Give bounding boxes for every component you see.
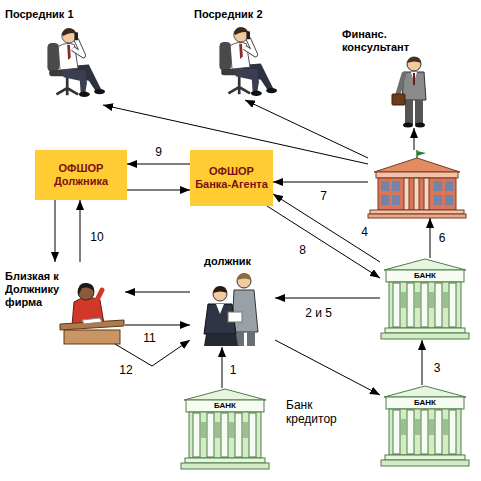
node-text: ОФШОР Должника (54, 162, 109, 188)
flow-arrow (273, 194, 380, 262)
intermediary-figure: Посредник 1 (3, 6, 115, 105)
offshore-box: ОФШОР Должника (35, 150, 127, 200)
callout-number: 7 (319, 190, 328, 203)
flow-arrow (127, 190, 190, 191)
bank-building (381, 259, 469, 339)
node-text: Близкая к Должнику фирма (5, 270, 60, 309)
firm-figure (60, 283, 124, 344)
debtor-figure: должник (190, 255, 275, 347)
callout-number: 10 (89, 231, 104, 244)
flow-arrow (273, 182, 368, 183)
flow-arrow (275, 298, 380, 299)
flow-arrow (55, 200, 56, 262)
flow-arrow (125, 292, 190, 293)
intermediary-figure (47, 28, 105, 97)
intermediary-figure (219, 27, 277, 96)
node-text: Финанс. консультант (342, 28, 410, 54)
node-text: Посредник 2 (194, 8, 263, 21)
flow-arrow (422, 340, 423, 385)
callout-number: 1 (229, 364, 238, 377)
callout-number: 12 (118, 364, 133, 377)
flow-arrow (222, 347, 223, 388)
creditor-bank: БАНК Банк кредитор (180, 388, 340, 472)
flow-arrow (414, 128, 415, 150)
flow-arrow (127, 164, 190, 165)
node-text: БАНК (214, 401, 236, 411)
consultant-figure: Финанс. консультант (338, 26, 442, 128)
callout-number: 8 (298, 244, 307, 257)
callout-number: 9 (154, 146, 163, 159)
bank-building (181, 389, 269, 469)
debtor-figure (204, 273, 258, 346)
intermediary-figure: Посредник 2 (188, 6, 292, 100)
callout-number: 11 (142, 332, 156, 345)
bank-building: БАНК (380, 258, 470, 340)
callout-number: 3 (433, 362, 442, 375)
bank-building: БАНК (380, 385, 470, 467)
consultant-figure (392, 57, 426, 128)
offshore-box: ОФШОР Банка-Агента (190, 150, 273, 206)
node-text: Банк кредитор (286, 398, 337, 426)
callout-number: 6 (438, 232, 447, 245)
bank-agent-building (368, 150, 466, 218)
node-text: БАНК (414, 271, 436, 281)
firm-figure: Близкая к Должнику фирма (3, 262, 125, 344)
bank-agent-building (368, 150, 466, 218)
callout-number: 2 и 5 (304, 307, 333, 320)
node-text: Посредник 1 (5, 8, 74, 21)
flow-arrow (125, 325, 190, 326)
node-text: БАНК (414, 398, 436, 408)
callout-number: 4 (360, 226, 369, 239)
flow-arrow (267, 206, 380, 278)
node-text: ОФШОР Банка-Агента (195, 165, 268, 191)
flow-arrow (430, 218, 431, 258)
node-text: должник (204, 255, 251, 268)
bank-building (381, 386, 469, 466)
flow-arrow (275, 340, 380, 395)
flow-arrow (80, 200, 81, 262)
